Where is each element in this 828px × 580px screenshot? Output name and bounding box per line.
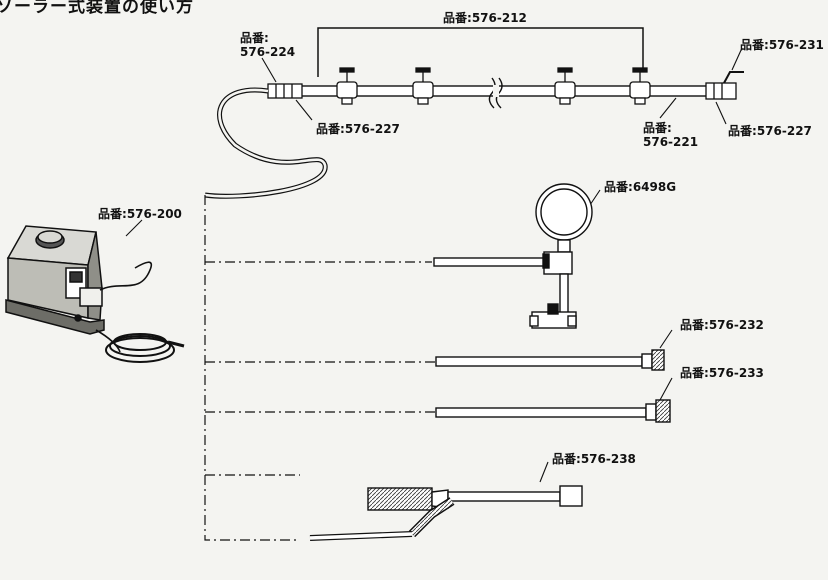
supply-hose: [204, 87, 328, 199]
label-hose-connector: 品番:576-224: [240, 31, 296, 59]
connection-lines: [204, 195, 436, 541]
label-boom-end-valve: 品番:576-231: [740, 38, 824, 52]
label-sprayer-unit: 品番:576-200: [98, 207, 182, 221]
boom-nozzles: [336, 67, 651, 105]
label-boom-pipe: 品番:576-221: [643, 121, 699, 149]
label-boom-coupler-right: 品番:576-227: [728, 124, 812, 138]
label-lance-long: 品番:576-233: [680, 366, 764, 380]
sprayer-unit: [5, 225, 185, 363]
pressure-gauge-assembly: [433, 183, 593, 329]
leader-lines: [125, 47, 743, 483]
lance-long: [435, 399, 671, 423]
spray-gun: [309, 485, 583, 541]
lance-short: [435, 349, 665, 371]
boom-bracket: [317, 27, 644, 77]
boom-couplers: [267, 71, 744, 100]
label-lance-short: 品番:576-232: [680, 318, 764, 332]
label-spray-gun: 品番:576-238: [552, 452, 636, 466]
label-boom-assembly: 品番:576-212: [443, 11, 527, 25]
page-title: ソーラー式装置の使い方: [0, 0, 194, 17]
label-pressure-gauge: 品番:6498G: [604, 180, 677, 194]
label-boom-coupler-left: 品番:576-227: [316, 122, 400, 136]
